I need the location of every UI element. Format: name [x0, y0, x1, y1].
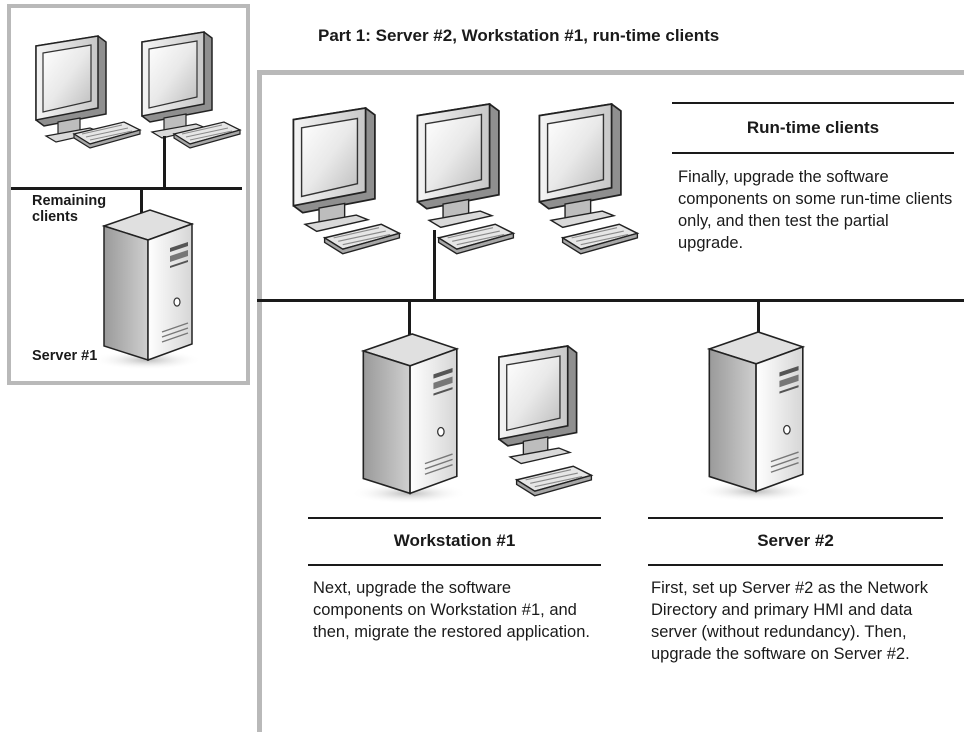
- server2-tower-icon: [695, 331, 815, 503]
- left-client-drop-line: [163, 136, 166, 188]
- remaining-clients-label: Remaining clients: [32, 193, 107, 225]
- left-server-drop-line: [140, 189, 143, 213]
- workstation1-tower-icon: [349, 333, 469, 505]
- runtime-client-monitor-icon: [292, 107, 376, 233]
- runtime-client-monitor-icon: [416, 103, 500, 229]
- runtime-clients-text: Finally, upgrade the software components…: [678, 168, 953, 252]
- runtime-client-monitor-icon: [538, 103, 622, 229]
- workstation-title-rule: [308, 517, 601, 519]
- main-frame-top: [257, 70, 964, 75]
- remaining-client-keyboard-icon: [173, 121, 241, 149]
- workstation-title-underline: [308, 564, 601, 566]
- main-network-line: [257, 299, 964, 302]
- server1-tower-icon: [91, 209, 203, 371]
- server2-title: Server #2: [757, 531, 834, 550]
- remaining-client-keyboard-icon: [73, 121, 141, 149]
- runtime-title-underline: [672, 152, 954, 154]
- workstation1-text: Next, upgrade the software components on…: [313, 579, 590, 641]
- runtime-client-keyboard-icon: [323, 223, 401, 255]
- workstation-drop-line: [408, 301, 411, 343]
- workstation1-title: Workstation #1: [393, 531, 516, 550]
- runtime-clients-title: Run-time clients: [746, 118, 880, 137]
- server2-drop-line: [757, 301, 760, 341]
- server2-title-rule: [648, 517, 943, 519]
- server2-text: First, set up Server #2 as the Network D…: [651, 579, 928, 663]
- runtime-client-keyboard-icon: [437, 223, 515, 255]
- server1-label: Server #1: [32, 348, 98, 364]
- runtime-drop-line: [433, 230, 436, 300]
- runtime-title-rule: [672, 102, 954, 104]
- workstation1-monitor-icon: [498, 345, 578, 465]
- workstation1-keyboard-icon: [515, 465, 593, 497]
- server2-title-underline: [648, 564, 943, 566]
- part-title: Part 1: Server #2, Workstation #1, run-t…: [318, 26, 720, 45]
- main-frame-left: [257, 70, 262, 732]
- left-network-line: [11, 187, 242, 190]
- left-panel-frame: [7, 4, 250, 385]
- runtime-client-keyboard-icon: [561, 223, 639, 255]
